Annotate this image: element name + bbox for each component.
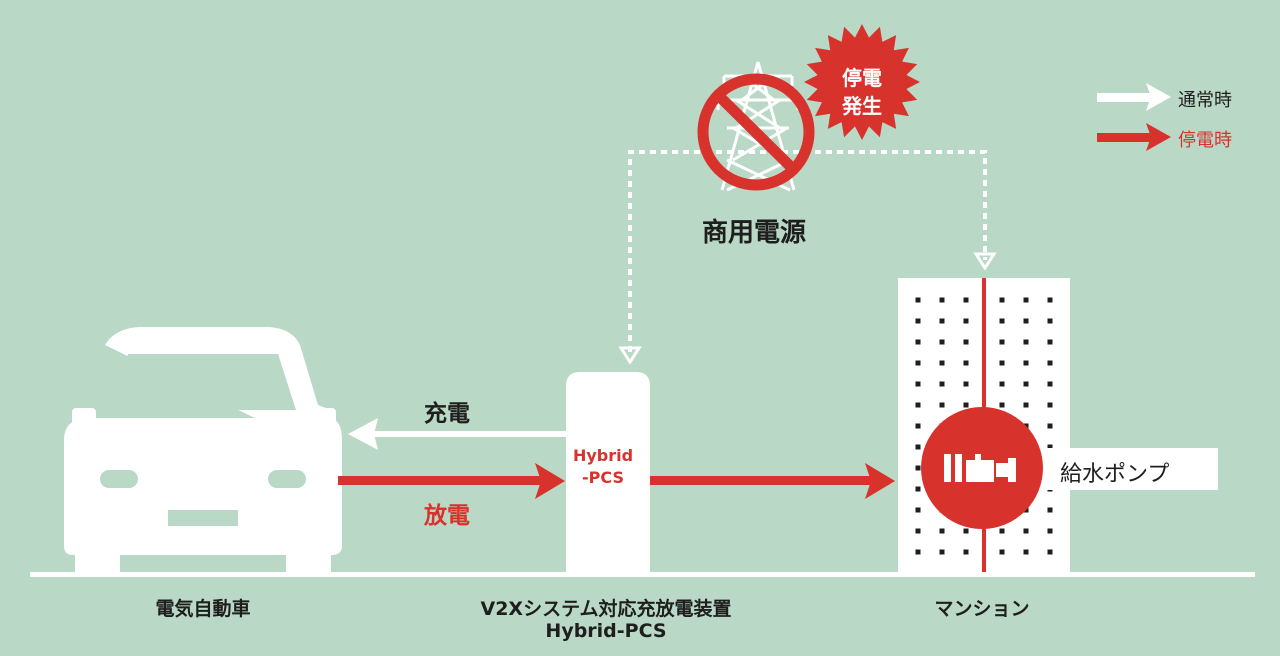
grid-to-building-arrowhead: [973, 252, 997, 271]
charge-arrow: [348, 418, 566, 450]
outage-burst-icon: [804, 24, 920, 140]
hybrid-pcs-unit: [566, 372, 650, 572]
legend-outage-label: 停電時: [1178, 130, 1232, 151]
v2x-caption-line2: Hybrid-PCS: [545, 620, 667, 642]
legend-normal-label: 通常時: [1178, 90, 1232, 111]
water-pump-icon: [921, 407, 1218, 529]
car-icon: [64, 327, 342, 575]
discharge-arrow: [338, 463, 565, 499]
outage-burst-label-2: 発生: [842, 94, 882, 118]
pcs-box-label-2: -PCS: [582, 468, 624, 487]
grid-to-pcs-arrowhead: [618, 346, 642, 365]
charge-label: 充電: [424, 401, 470, 427]
legend-outage-arrow: [1097, 123, 1171, 151]
pcs-to-building-arrow: [650, 463, 895, 499]
prohibited-icon: [697, 73, 815, 191]
mansion-caption: マンション: [934, 598, 1030, 620]
legend-normal-arrow: [1097, 83, 1171, 111]
v2x-caption-line1: V2Xシステム対応充放電装置: [480, 598, 732, 620]
ground-line: [30, 572, 1255, 577]
grid-power-label: 商用電源: [701, 218, 807, 248]
discharge-label: 放電: [424, 503, 470, 529]
water-pump-label: 給水ポンプ: [1060, 462, 1170, 487]
pcs-box-label-1: Hybrid: [572, 446, 634, 465]
ev-caption: 電気自動車: [155, 598, 251, 620]
outage-burst-label-1: 停電: [842, 66, 882, 90]
